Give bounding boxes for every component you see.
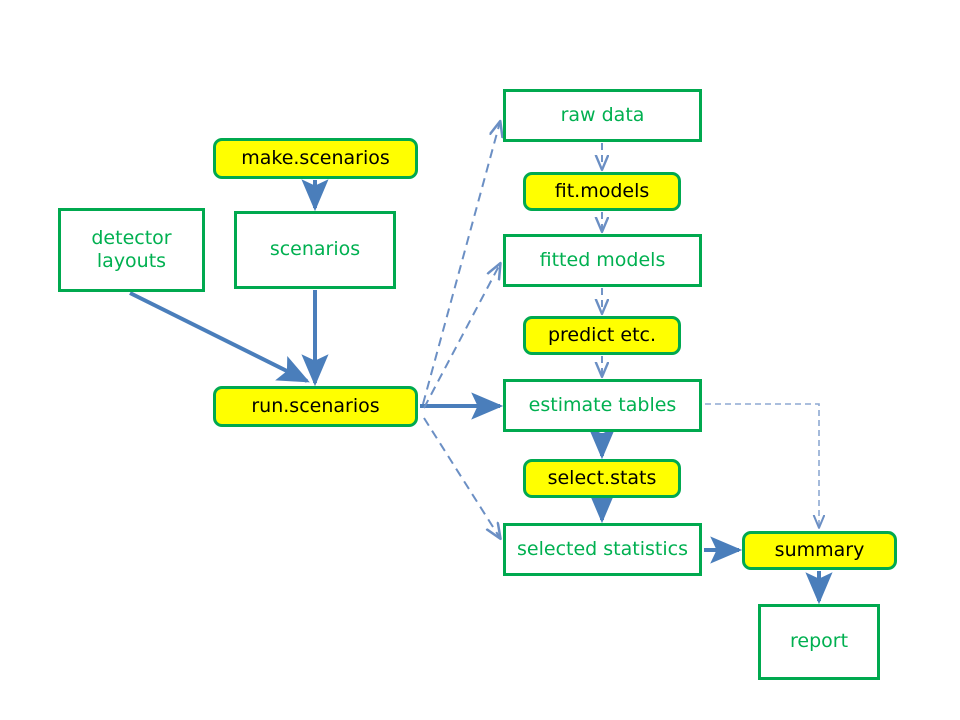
node-selected-statistics[interactable]: selected statistics	[503, 523, 702, 576]
node-run-scenarios[interactable]: run.scenarios	[213, 386, 418, 427]
node-select-stats[interactable]: select.stats	[523, 459, 681, 498]
node-make-scenarios[interactable]: make.scenarios	[213, 138, 418, 179]
node-label: selected statistics	[517, 537, 688, 560]
node-predict-etc[interactable]: predict etc.	[523, 316, 681, 355]
node-fit-models[interactable]: fit.models	[523, 172, 681, 211]
node-summary[interactable]: summary	[742, 531, 897, 570]
node-label: fit.models	[554, 179, 650, 202]
node-raw-data[interactable]: raw data	[503, 89, 702, 142]
edge-detector-layouts-to-run-scenarios	[129, 291, 310, 383]
node-label: scenarios	[269, 238, 361, 261]
node-label: make.scenarios	[241, 146, 390, 169]
node-label: fitted models	[539, 248, 666, 271]
node-estimate-tables[interactable]: estimate tables	[503, 379, 702, 432]
node-fitted-models[interactable]: fitted models	[503, 234, 702, 287]
edge-run-scenarios-to-fitted-models	[423, 264, 500, 409]
edge-estimate-tables-to-summary	[705, 403, 819, 527]
node-label: raw data	[560, 103, 645, 126]
node-label: run.scenarios	[251, 394, 380, 417]
node-detector-layouts[interactable]: detector layouts	[58, 208, 205, 292]
node-label: select.stats	[547, 466, 657, 489]
edge-run-scenarios-to-selected-statistics	[423, 417, 500, 538]
node-label: summary	[774, 538, 865, 561]
node-label: predict etc.	[547, 323, 657, 346]
edge-run-scenarios-to-raw-data	[422, 122, 500, 405]
node-report[interactable]: report	[758, 604, 880, 680]
node-label: estimate tables	[528, 393, 677, 416]
node-label: detector layouts	[91, 226, 172, 272]
node-scenarios[interactable]: scenarios	[234, 211, 396, 289]
node-label: report	[789, 630, 849, 653]
